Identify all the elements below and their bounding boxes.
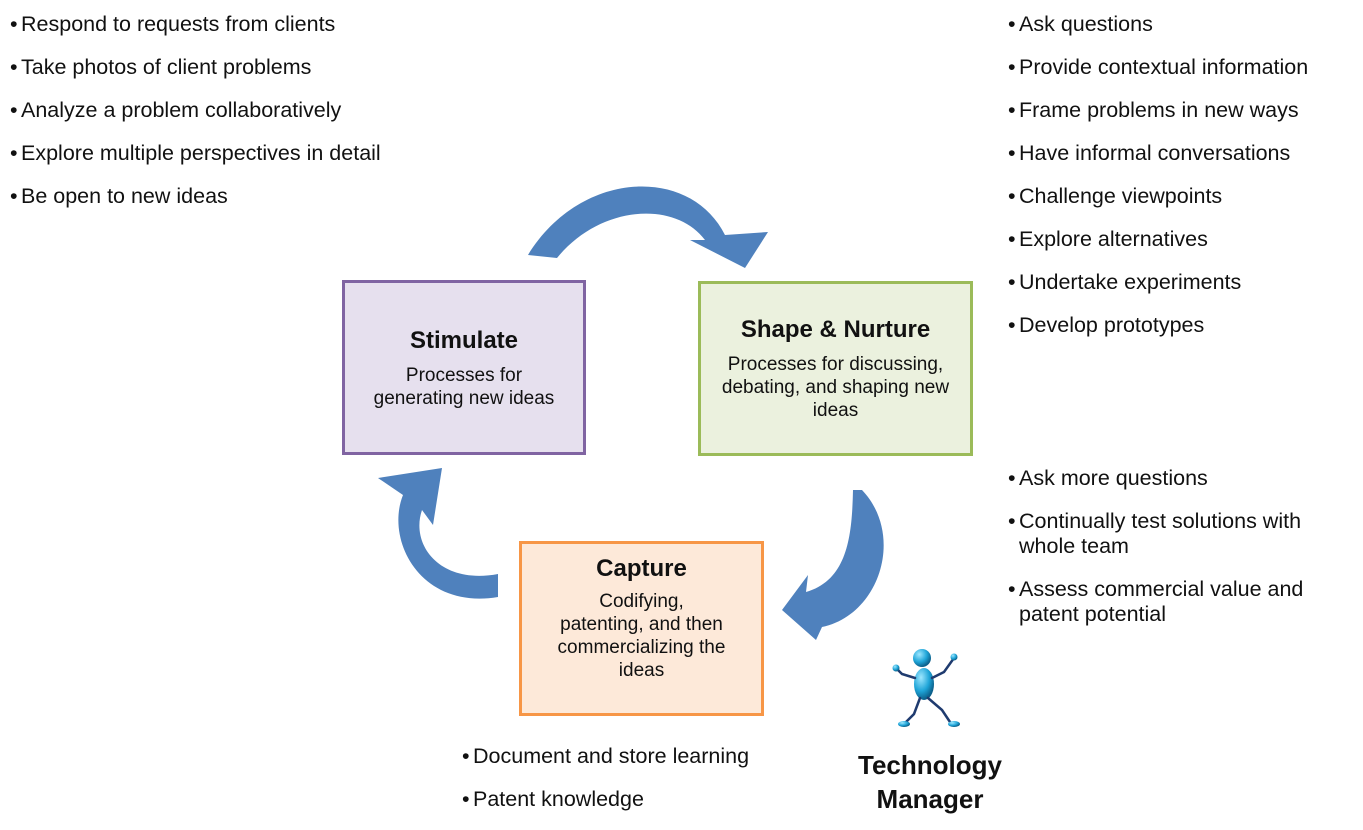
capture-stage-box: Capture Codifying, patenting, and then c… bbox=[519, 541, 764, 716]
arrow-stimulate-to-shape bbox=[528, 186, 768, 268]
arrow-capture-to-stimulate bbox=[378, 468, 498, 599]
stimulate-actions-list: •Respond to requests from clients •Take … bbox=[10, 12, 400, 227]
capture-actions-right-list: •Ask more questions •Continually test so… bbox=[1008, 466, 1363, 645]
list-item: •Respond to requests from clients bbox=[10, 12, 336, 36]
list-item: •Be open to new ideas bbox=[10, 184, 228, 208]
list-item: •Assess commercial value and patent pote… bbox=[1008, 577, 1304, 626]
stage-title: Stimulate bbox=[409, 326, 519, 354]
list-item: •Undertake experiments bbox=[1008, 270, 1242, 294]
list-item: •Provide contextual information bbox=[1008, 55, 1309, 79]
capture-actions-bottom-list: •Document and store learning •Patent kno… bbox=[462, 744, 822, 830]
stage-description: Codifying, patenting, and then commercia… bbox=[557, 591, 726, 681]
stimulate-stage-box: Stimulate Processes for generating new i… bbox=[342, 280, 586, 455]
list-item: •Explore multiple perspectives in detail bbox=[10, 141, 381, 165]
stage-description: Processes for discussing, debating, and … bbox=[721, 354, 950, 421]
list-item: •Ask questions bbox=[1008, 12, 1153, 36]
list-item: •Develop prototypes bbox=[1008, 313, 1205, 337]
list-item: •Challenge viewpoints bbox=[1008, 184, 1223, 208]
shape-nurture-stage-box: Shape & Nurture Processes for discussing… bbox=[698, 281, 973, 456]
list-item: •Explore alternatives bbox=[1008, 227, 1208, 251]
stick-figure-icon bbox=[892, 649, 960, 727]
list-item: •Frame problems in new ways bbox=[1008, 98, 1299, 122]
stage-title: Shape & Nurture bbox=[740, 316, 931, 343]
stage-title: Capture bbox=[596, 555, 687, 582]
list-item: •Continually test solutions with whole t… bbox=[1008, 509, 1302, 558]
arrow-shape-to-capture bbox=[782, 490, 884, 640]
list-item: •Ask more questions bbox=[1008, 466, 1208, 490]
list-item: •Patent knowledge bbox=[462, 787, 644, 811]
stage-description: Processes for generating new ideas bbox=[373, 364, 555, 409]
technology-manager-label: Technology Manager bbox=[858, 750, 1002, 814]
list-item: •Take photos of client problems bbox=[10, 55, 312, 79]
shape-actions-list: •Ask questions •Provide contextual infor… bbox=[1008, 12, 1363, 356]
list-item: •Document and store learning bbox=[462, 744, 750, 768]
list-item: •Have informal conversations bbox=[1008, 141, 1291, 165]
list-item: •Analyze a problem collaboratively bbox=[10, 98, 342, 122]
